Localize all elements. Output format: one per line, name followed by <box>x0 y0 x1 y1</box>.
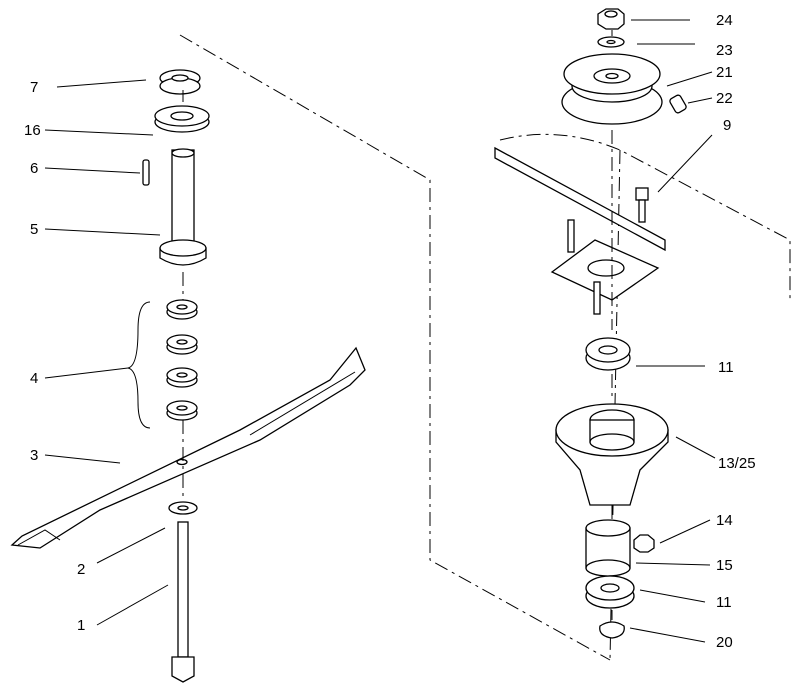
callout-20: 20 <box>716 634 733 651</box>
part-16-washer <box>154 105 210 133</box>
part-15-spacer <box>585 519 631 577</box>
callout-labels: 1 2 3 4 5 6 7 16 24 23 21 22 9 11 13/25 … <box>24 12 756 651</box>
part-5-spindle <box>159 148 207 266</box>
callout-23: 23 <box>716 42 733 59</box>
callout-2: 2 <box>77 561 85 578</box>
callout-5: 5 <box>30 221 38 238</box>
part-20-snap-ring <box>599 621 625 639</box>
part-13-25-housing <box>555 403 669 506</box>
callout-13-25: 13/25 <box>718 455 756 472</box>
part-2-washer <box>168 501 198 515</box>
leader-lines <box>44 19 716 643</box>
deck-outline <box>179 34 791 661</box>
part-1-bolt <box>171 521 195 683</box>
callout-24: 24 <box>716 12 733 29</box>
callout-15: 15 <box>716 557 733 574</box>
callout-16: 16 <box>24 122 41 139</box>
part-24-nut <box>597 8 625 30</box>
part-22-set-screw <box>669 94 687 114</box>
part-6-key <box>142 159 150 186</box>
part-11-bearing-upper <box>585 337 631 371</box>
mounting-bracket <box>494 146 666 315</box>
part-3-blade <box>10 346 366 549</box>
part-7-washer <box>159 69 201 95</box>
callout-22: 22 <box>716 90 733 107</box>
callout-1: 1 <box>77 617 85 634</box>
callout-7: 7 <box>30 79 38 96</box>
callout-9: 9 <box>723 117 731 134</box>
part-14-nut <box>633 534 655 553</box>
part-9-bolt <box>635 187 649 223</box>
part-4-spacers <box>127 299 198 429</box>
part-21-pulley <box>561 53 663 125</box>
callout-3: 3 <box>30 447 38 464</box>
callout-21: 21 <box>716 64 733 81</box>
callout-4: 4 <box>30 370 38 387</box>
part-11-bearing-lower <box>585 575 635 609</box>
callout-6: 6 <box>30 160 38 177</box>
callout-11-lower: 11 <box>716 594 732 611</box>
callout-11-upper: 11 <box>718 359 734 376</box>
part-23-washer <box>597 36 625 48</box>
callout-14: 14 <box>716 512 733 529</box>
